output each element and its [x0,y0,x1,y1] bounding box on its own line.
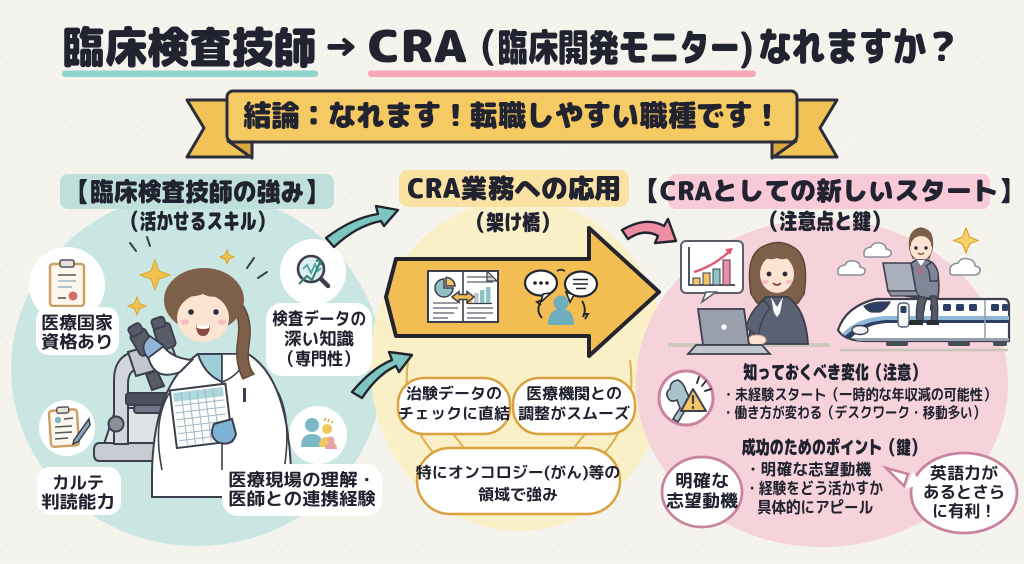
svg-text:検査データの: 検査データの [272,306,366,331]
svg-text:【CRAとしての新しいスタート】: 【CRAとしての新しいスタート】 [634,173,1024,209]
svg-text:特にオンコロジー(がん)等の: 特にオンコロジー(がん)等の [416,462,621,484]
svg-text:知っておくべき変化（注意）: 知っておくべき変化（注意） [743,360,925,386]
svg-text:治験データの: 治験データの [406,383,502,405]
svg-text:臨床検査技師: 臨床検査技師 [62,17,316,78]
svg-text:あるとさら: あるとさら [923,481,1005,504]
svg-text:（活かせるスキル）: （活かせるスキル） [123,206,273,237]
svg-text:CRA: CRA [368,16,467,77]
svg-text:成功のためのポイント（鍵）: 成功のためのポイント（鍵） [742,435,925,461]
svg-text:調整がスムーズ: 調整がスムーズ [518,403,630,425]
svg-text:（架け橋）: （架け橋） [468,207,558,238]
svg-text:に有利！: に有利！ [932,500,996,523]
svg-text:深い知識: 深い知識 [284,326,355,351]
svg-text:（臨床開発モニター): （臨床開発モニター) [467,21,753,74]
svg-text:・働き方が変わる（デスクワーク・移動多い）: ・働き方が変わる（デスクワーク・移動多い） [722,401,985,423]
svg-text:判読能力: 判読能力 [41,489,115,514]
svg-text:・明確な志望動機: ・明確な志望動機 [745,458,871,481]
svg-text:・未経験スタート（一時的な年収減の可能性）: ・未経験スタート（一時的な年収減の可能性） [722,383,996,405]
svg-text:【臨床検査技師の強み】: 【臨床検査技師の強み】 [66,174,328,210]
svg-text:領域で強み: 領域で強み [478,484,558,506]
svg-text:（注意点と鍵）: （注意点と鍵） [761,206,889,237]
svg-text:資格あり: 資格あり [41,329,113,354]
svg-text:医師との連携経験: 医師との連携経験 [228,486,376,511]
svg-text:・経験をどう活かすか: ・経験をどう活かすか [745,477,883,500]
svg-text:具体的にアピール: 具体的にアピール [757,496,873,519]
svg-text:CRA業務への応用: CRA業務への応用 [407,169,621,207]
svg-text:明確な: 明確な [675,468,729,493]
svg-text:英語力が: 英語力が [930,462,998,485]
svg-text:→: → [323,21,359,72]
svg-text:なれますか？: なれますか？ [758,18,960,74]
svg-text:チェックに直結: チェックに直結 [398,403,510,425]
svg-text:医療現場の理解・: 医療現場の理解・ [228,467,376,492]
svg-text:（専門性）: （専門性） [279,346,359,371]
svg-text:医療機関との: 医療機関との [526,383,622,405]
svg-text:志望動機: 志望動機 [666,488,739,513]
svg-text:結論：なれます！転職しやすい職種です！: 結論：なれます！転職しやすい職種です！ [243,94,781,136]
svg-text:カルテ: カルテ [52,470,104,495]
svg-text:医療国家: 医療国家 [41,310,113,335]
